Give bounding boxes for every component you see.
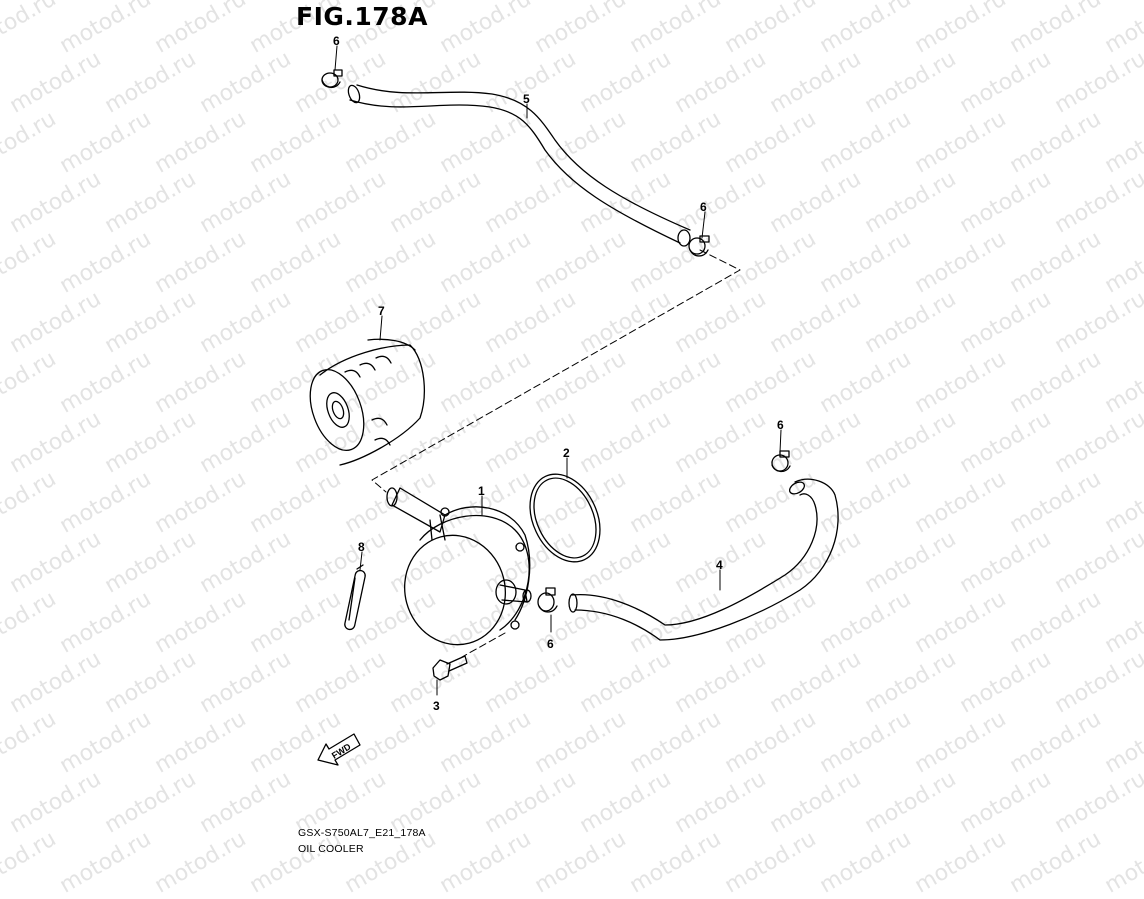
leader-lines: [334, 45, 782, 696]
figure-code: GSX-S750AL7_E21_178A: [298, 827, 426, 839]
oil-cooler: [386, 487, 532, 646]
callout-6: 6: [777, 418, 784, 432]
callout-6: 6: [547, 637, 554, 651]
oil-filter: [309, 338, 425, 466]
callout-7: 7: [378, 304, 385, 318]
o-ring: [529, 473, 601, 563]
callout-6: 6: [700, 200, 707, 214]
figure-title: FIG.178A: [296, 2, 428, 31]
hose-clamp: [688, 235, 710, 257]
callout-2: 2: [563, 446, 570, 460]
fwd-arrow: [317, 733, 361, 766]
clamp-strap: [344, 564, 366, 631]
callout-4: 4: [716, 558, 723, 572]
callout-1: 1: [478, 484, 485, 498]
hose-clamp: [537, 587, 558, 613]
oil-cooler-hose-upper: [347, 84, 691, 247]
assembly-line: [371, 249, 741, 493]
callout-8: 8: [358, 540, 365, 554]
assembly-line: [461, 632, 506, 658]
callout-6: 6: [333, 34, 340, 48]
hose-clamp: [321, 69, 343, 89]
exploded-parts-diagram: 6 5 6 7 2 1 6 8 4 6 3 FWD: [309, 34, 839, 766]
callout-3: 3: [433, 699, 440, 713]
hose-clamp: [771, 450, 791, 473]
callout-5: 5: [523, 92, 530, 106]
figure-name: OIL COOLER: [298, 843, 364, 855]
bolt: [432, 655, 468, 681]
oil-cooler-hose-lower: [568, 478, 839, 641]
